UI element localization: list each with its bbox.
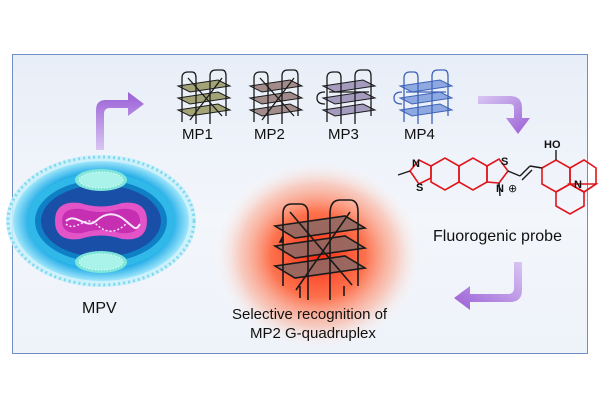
- mp4-label: MP4: [404, 126, 435, 143]
- probe-charge: ⊕: [508, 182, 517, 195]
- mp2-quadruplex-large-icon: [272, 199, 368, 300]
- probe-atom-n2: N: [496, 183, 504, 195]
- center-line-2: MP2 G-quadruplex: [250, 325, 376, 342]
- arrow-probe-to-center-icon: [454, 262, 522, 310]
- mp2-label: MP2: [254, 126, 285, 143]
- mp3-label: MP3: [328, 126, 359, 143]
- mpv-virus-icon: [6, 155, 196, 287]
- probe-linkers-icon: [397, 150, 557, 197]
- virus-label: MPV: [82, 300, 117, 317]
- arrow-virus-to-mp-icon: [96, 92, 144, 150]
- quadruplex-1-icon: [176, 69, 232, 124]
- probe-atom-n1: N: [412, 158, 420, 170]
- probe-atom-oh: HO: [544, 139, 561, 151]
- probe-atom-s2: S: [501, 156, 508, 168]
- quadruplex-2-icon: [248, 69, 304, 124]
- arrow-mp-to-probe-icon: [478, 96, 530, 134]
- probe-title: Fluorogenic probe: [433, 228, 562, 245]
- mp1-label: MP1: [182, 126, 213, 143]
- quadruplex-4-icon: [393, 69, 454, 124]
- probe-atom-n3: N: [574, 179, 582, 191]
- center-line-1: Selective recognition of: [232, 306, 388, 323]
- quadruplex-3-icon: [316, 69, 377, 124]
- probe-atom-s1: S: [416, 182, 423, 194]
